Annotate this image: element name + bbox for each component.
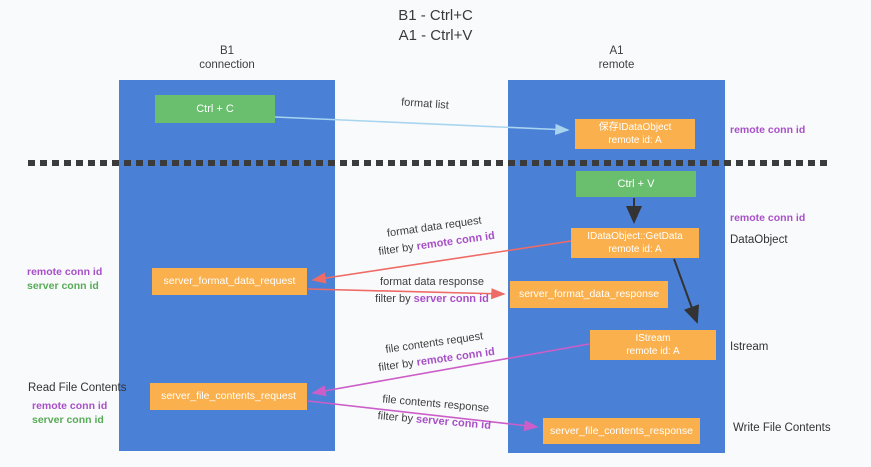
- filter-by-text: filter by: [375, 293, 414, 305]
- lane-b1-subtitle: connection: [199, 59, 255, 71]
- diagram-title: B1 - Ctrl+C A1 - Ctrl+V: [0, 6, 871, 46]
- label-format-list-text: format list: [400, 96, 450, 112]
- node-istream: IStream remote id: A: [590, 330, 716, 360]
- node-ctrl-c-label: Ctrl + C: [196, 102, 234, 115]
- label-remote-conn-id-mid-right: remote conn id: [730, 212, 806, 224]
- label-format-list: format list: [350, 93, 500, 115]
- node-server-format-data-response: server_format_data_response: [510, 281, 668, 308]
- filter-by-text: filter by: [377, 240, 418, 259]
- node-istream-line2: remote id: A: [626, 346, 680, 357]
- label-dataobject: DataObject: [730, 234, 788, 246]
- node-server-format-data-request-label: server_format_data_request: [163, 275, 296, 287]
- lane-header-b1: B1 connection: [119, 44, 335, 72]
- diagram-title-line1: B1 - Ctrl+C: [398, 7, 473, 24]
- node-server-file-contents-request-label: server_file_contents_request: [161, 390, 296, 402]
- lane-a1-title: A1: [609, 45, 624, 57]
- node-server-file-contents-response-label: server_file_contents_response: [549, 424, 693, 437]
- node-server-format-data-request: server_format_data_request: [152, 268, 307, 295]
- node-istream-line1: IStream: [635, 333, 671, 344]
- label-format-data-response: format data response filter by server co…: [352, 276, 512, 305]
- label-format-data-response-title: format data response: [380, 276, 484, 288]
- node-ctrl-v-label: Ctrl + V: [617, 177, 655, 190]
- lane-header-a1: A1 remote: [508, 44, 725, 72]
- label-server-conn-id-left-file: server conn id: [32, 414, 104, 426]
- label-write-file-contents: Write File Contents: [733, 422, 831, 434]
- node-idataobject-getdata-line1: IDataObject::GetData: [587, 231, 683, 242]
- node-save-idataobject-line1: 保存IDataObject: [598, 122, 672, 133]
- label-file-contents-request: file contents request filter by remote c…: [337, 324, 534, 380]
- node-save-idataobject-line2: remote id: A: [608, 135, 662, 146]
- node-ctrl-v: Ctrl + V: [576, 171, 696, 197]
- node-ctrl-c: Ctrl + C: [155, 95, 275, 123]
- lane-b1-title: B1: [219, 45, 235, 57]
- label-server-conn-id-left-format: server conn id: [27, 280, 99, 292]
- node-server-file-contents-request: server_file_contents_request: [150, 383, 307, 410]
- filter-by-text: filter by: [377, 356, 418, 375]
- label-remote-conn-id-left-file: remote conn id: [32, 400, 108, 412]
- label-remote-conn-id-top-right: remote conn id: [730, 124, 806, 136]
- label-format-data-response-filter: filter by server conn id: [352, 293, 512, 305]
- node-idataobject-getdata-line2: remote id: A: [608, 244, 662, 255]
- filter-key-server-conn-id: server conn id: [413, 293, 489, 305]
- label-read-file-contents: Read File Contents: [28, 382, 127, 394]
- label-file-contents-response: file contents response filter by server …: [344, 390, 526, 435]
- node-idataobject-getdata: IDataObject::GetData remote id: A: [571, 228, 699, 258]
- node-server-format-data-response-label: server_format_data_response: [518, 288, 660, 300]
- diagram-title-line2: A1 - Ctrl+V: [398, 27, 473, 44]
- label-remote-conn-id-left-format: remote conn id: [27, 266, 103, 278]
- label-istream: Istream: [730, 341, 769, 353]
- filter-by-text: filter by: [377, 410, 417, 426]
- node-save-idataobject: 保存IDataObject remote id: A: [575, 119, 695, 149]
- node-server-file-contents-response: server_file_contents_response: [543, 418, 700, 444]
- label-format-data-request: format data request filter by remote con…: [337, 208, 534, 264]
- lane-a1-subtitle: remote: [598, 59, 635, 71]
- filter-key-server-conn-id: server conn id: [415, 413, 492, 432]
